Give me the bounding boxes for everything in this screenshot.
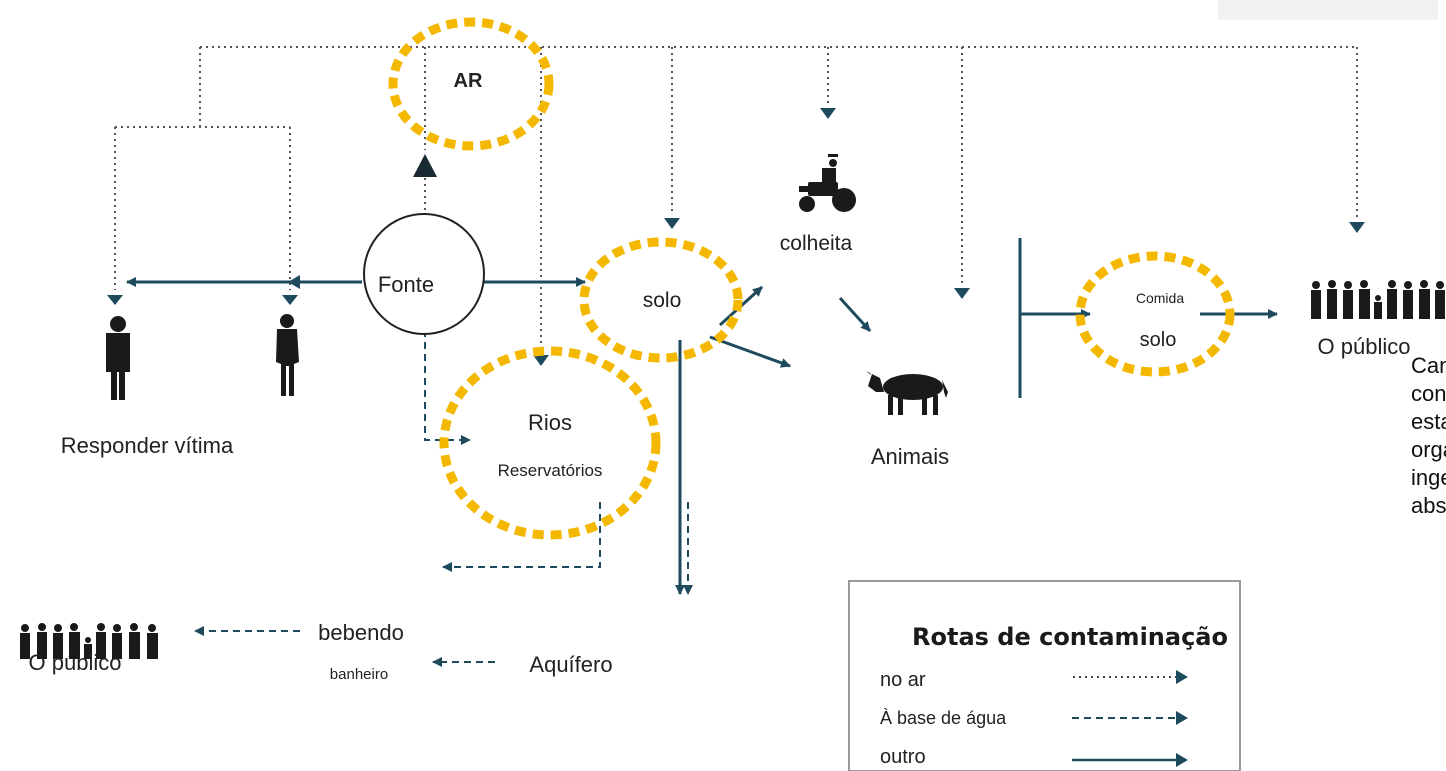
node-banheiro: banheiro [330,666,388,683]
node-comida: Comida [1136,290,1184,306]
crowd-icon [20,623,158,659]
node-aquifero: Aquífero [529,652,612,677]
node-rios: Rios [528,410,572,435]
side-text-line: orga [1411,437,1446,462]
side-text-block: Can cont esta orga inge abso [1411,352,1446,520]
node-bebendo: bebendo [318,620,404,645]
legend-solid-arrowhead [1176,753,1188,767]
solid-routes [126,238,1278,595]
node-colheita: colheita [780,232,853,255]
air-routes [114,46,1358,350]
legend-label-other: outro [880,746,926,768]
node-fonte: Fonte [378,272,434,297]
legend-dashed-arrowhead [1176,711,1188,725]
highlight-comida [1075,251,1235,377]
legend: Rotas de contaminação no ar À base de ág… [848,580,1241,771]
legend-title: Rotas de contaminação [912,623,1228,651]
legend-label-air: no ar [880,669,926,691]
water-routes [194,318,693,667]
highlight-rios [439,346,661,540]
arrow-tick [288,275,300,289]
side-text-line: abso [1411,493,1446,518]
person-icon [106,316,130,400]
fonte-to-air-arrow [413,154,437,177]
node-publico-right: O público [1318,334,1411,359]
corner-panel [1218,0,1438,20]
side-text-line: esta [1411,409,1446,434]
person-icon [276,314,299,396]
node-responder-vitima: Responder vítima [61,433,234,458]
side-text-line: Can [1411,353,1446,378]
cow-icon [866,371,948,415]
node-publico-left: O público [29,650,122,675]
highlight-solo [579,237,743,363]
legend-box [848,580,1241,771]
node-comida-solo: solo [1140,329,1177,351]
node-ar: AR [454,70,483,92]
side-text-line: cont [1411,381,1446,406]
side-text-line: inge [1411,465,1446,490]
fonte-node [363,213,485,335]
highlight-ar [388,17,554,151]
highlight-circles [388,17,1235,540]
legend-dotted-arrowhead [1176,670,1188,684]
crowd-icon [1311,280,1445,319]
node-reservatorios: Reservatórios [498,461,603,480]
legend-label-water: À base de água [880,708,1007,728]
tractor-icon [799,154,856,212]
node-solo: solo [643,289,682,312]
node-animais: Animais [871,444,949,469]
air-arrowheads [107,108,1365,366]
